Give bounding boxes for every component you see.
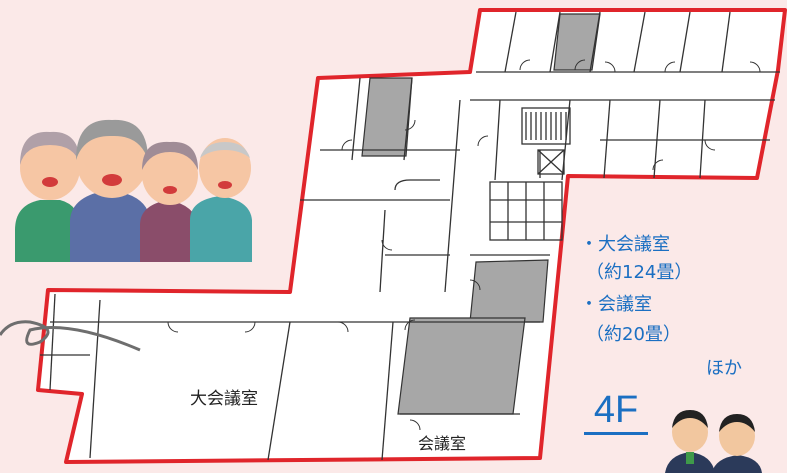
elderly-people-illustration <box>15 119 252 262</box>
note-line-3: ・会議室 <box>580 294 652 315</box>
note-line-4: （約20畳） <box>586 324 681 345</box>
note-line-5: ほか <box>706 358 742 379</box>
service-rooms <box>361 13 601 415</box>
building-outline <box>36 8 787 464</box>
conference-room-label: 会議室 <box>418 434 467 453</box>
interior-walls <box>40 11 780 461</box>
door-swings <box>167 59 761 431</box>
floor-number-label: 4F <box>584 388 648 435</box>
large-conference-room-label: 大会議室 <box>190 389 258 409</box>
businessmen-illustration <box>665 410 762 473</box>
road-curve-decoration <box>0 320 141 352</box>
note-line-2: （約124畳） <box>586 262 693 283</box>
note-line-1: ・大会議室 <box>580 234 670 255</box>
